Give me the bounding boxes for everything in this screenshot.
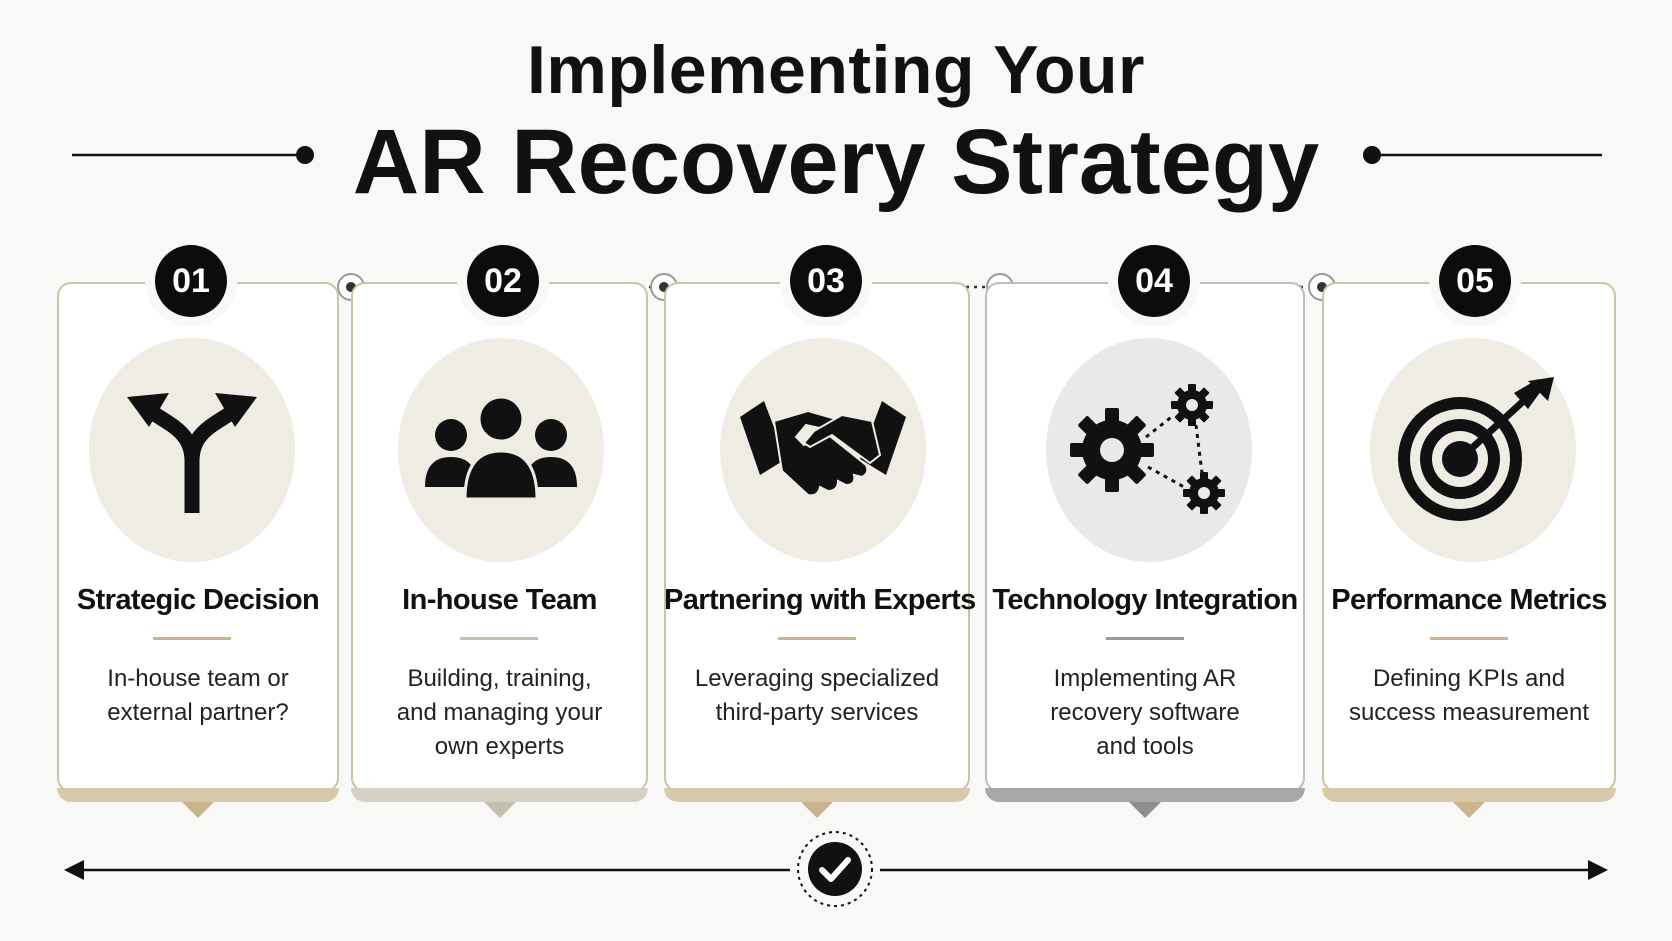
step-number-badge: 03 xyxy=(790,245,862,317)
fork-arrow-icon xyxy=(127,393,257,513)
step-description: Implementing AR recovery software and to… xyxy=(1050,665,1240,760)
step-number-badge: 02 xyxy=(467,245,539,317)
step-title: Technology Integration xyxy=(992,584,1298,616)
icon-circle-3 xyxy=(720,338,926,562)
title-line-1: Implementing Your xyxy=(526,32,1146,108)
title-divider xyxy=(153,637,231,640)
checkmark-icon xyxy=(797,831,873,907)
icon-circle-2 xyxy=(398,338,604,562)
step-number-badge: 05 xyxy=(1439,245,1511,317)
title-divider xyxy=(778,637,856,640)
step-number-badge: 01 xyxy=(155,245,227,317)
step-title: In-house Team xyxy=(402,584,597,616)
step-title: Strategic Decision xyxy=(76,584,320,616)
step-description: Defining KPIs and success measurement xyxy=(1348,665,1590,726)
icon-circle-4 xyxy=(1046,338,1252,562)
step-description: Building, training, and managing your ow… xyxy=(396,665,603,760)
team-icon xyxy=(425,395,577,501)
step-title: Performance Metrics xyxy=(1331,584,1607,616)
icon-circle-5 xyxy=(1370,338,1576,562)
step-title: Partnering with Experts xyxy=(664,584,976,616)
icon-circle-1 xyxy=(89,338,295,562)
step-description: In-house team or external partner? xyxy=(107,665,289,726)
target-icon xyxy=(1398,377,1554,521)
step-number-badge: 04 xyxy=(1118,245,1190,317)
title-line-2: AR Recovery Strategy xyxy=(352,111,1320,213)
step-description: Leveraging specialized third-party servi… xyxy=(694,665,940,726)
title-divider xyxy=(1106,637,1184,640)
title-divider xyxy=(1430,637,1508,640)
title-divider xyxy=(460,637,538,640)
gears-icon xyxy=(1070,384,1225,514)
handshake-icon xyxy=(740,401,906,497)
